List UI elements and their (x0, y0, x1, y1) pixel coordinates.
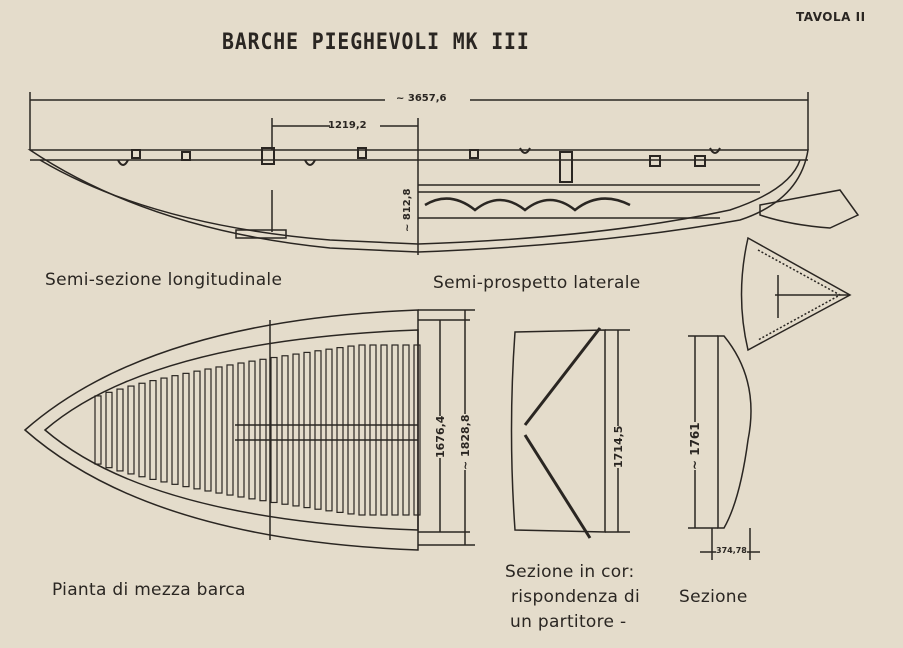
floor-slat (116, 388, 124, 472)
floor-slat (259, 358, 267, 502)
caption-plan: Pianta di mezza barca (52, 580, 246, 600)
dim-section-height: 1714,5 (612, 425, 625, 468)
dim-end-section-width: 374,78 (716, 546, 747, 555)
longitudinal-view (27, 147, 809, 253)
floor-slat (94, 395, 102, 465)
caption-section: Sezione (679, 587, 748, 607)
caption-partition-line3: un partitore - (510, 612, 627, 632)
floor-slat (402, 344, 410, 516)
bow-detail-views (740, 189, 860, 352)
floor-slat (171, 375, 179, 485)
floor-slat (303, 351, 311, 509)
floor-slat (336, 347, 344, 513)
floor-slat (226, 364, 234, 496)
floor-slat (149, 379, 157, 481)
floor-slat (248, 360, 256, 500)
floor-slat (369, 344, 377, 516)
floor-slat (391, 344, 399, 516)
floor-slat (182, 372, 190, 488)
floor-slat (325, 348, 333, 512)
dimension-line-partial (271, 118, 419, 255)
floor-slat (138, 382, 146, 478)
dim-end-section-height: ~ 1761 (688, 422, 702, 470)
floor-slat (292, 353, 300, 507)
floor-slat (347, 345, 355, 515)
floor-slat (160, 377, 168, 483)
dim-partial-length: 1219,2 (328, 120, 367, 131)
floor-slat (127, 385, 135, 475)
floor-slat (193, 370, 201, 490)
plate-label: TAVOLA II (796, 10, 866, 24)
floor-slat (105, 391, 113, 469)
plan-view (23, 309, 421, 551)
caption-longitudinal: Semi-sezione longitudinale (45, 270, 283, 290)
floor-slat (270, 356, 278, 504)
dim-half-beam-inner: 1676,4 (434, 415, 447, 458)
floor-slat (380, 344, 388, 516)
caption-partition-line2: rispondenza di (511, 587, 641, 607)
caption-partition-line1: Sezione in cor: (505, 562, 635, 582)
floor-slat (237, 362, 245, 498)
caption-lateral: Semi-prospetto laterale (433, 273, 641, 293)
dim-depth: ~ 812,8 (402, 188, 413, 233)
floor-slat (314, 350, 322, 510)
floor-slat (281, 355, 289, 505)
floor-slat (358, 344, 366, 516)
dimension-line-overall (29, 92, 809, 150)
floor-slat (215, 366, 223, 494)
dim-half-beam-outer: ~ 1828,8 (459, 414, 472, 470)
dim-overall-length: ~ 3657,6 (392, 93, 451, 104)
floor-slat (413, 344, 421, 516)
drawing-title: BARCHE PIEGHEVOLI MK III (222, 30, 530, 55)
floor-slat (204, 368, 212, 492)
